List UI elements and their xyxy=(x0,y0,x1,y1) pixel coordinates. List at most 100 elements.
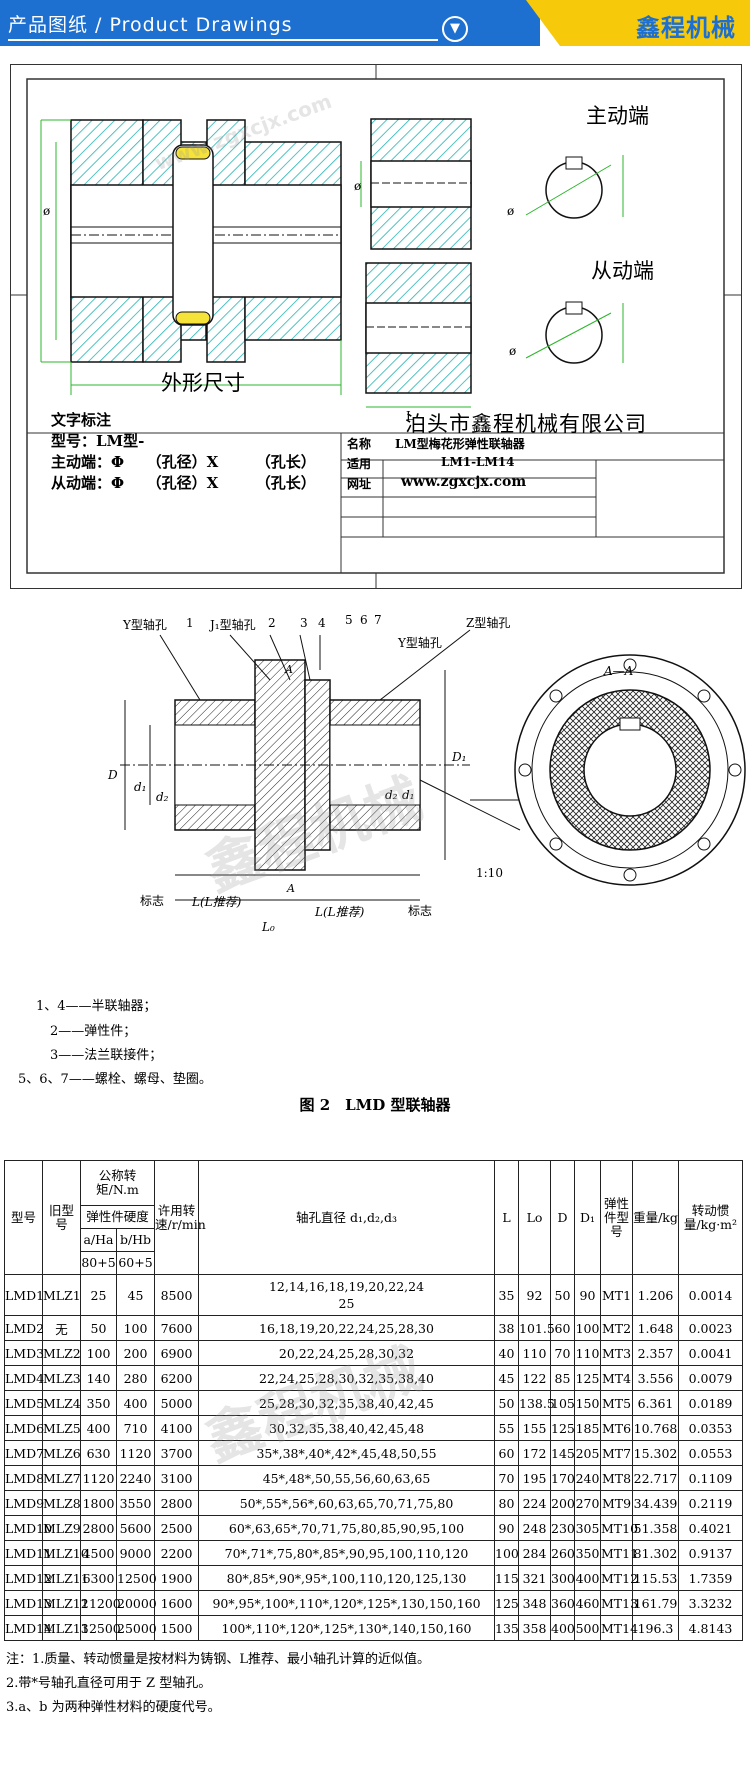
figure-caption: 图 2 LMD 型联轴器 xyxy=(299,1096,451,1114)
label-j1-bore: J₁型轴孔 xyxy=(210,618,256,632)
label-a-top: A xyxy=(285,663,293,676)
cell-torque-b: 710 xyxy=(116,1415,155,1441)
cell-D: 170 xyxy=(550,1465,575,1491)
cell-torque-b: 100 xyxy=(116,1315,155,1341)
cell-model: LMD2 xyxy=(4,1315,44,1341)
cell-D: 200 xyxy=(550,1490,575,1516)
model-line: 型号：LM型- xyxy=(51,432,145,450)
th-L: L xyxy=(494,1160,519,1275)
cell-weight: 2.357 xyxy=(632,1340,679,1366)
cell-model: LMD3 xyxy=(4,1340,44,1366)
cell-bore: 25,28,30,32,35,38,40,42,45 xyxy=(198,1390,495,1416)
cell-speed: 2500 xyxy=(154,1515,199,1541)
label-L-right: L(L推荐) xyxy=(315,905,365,919)
label-section-aa: A—A xyxy=(604,664,634,678)
th-D1: D₁ xyxy=(574,1160,601,1275)
label-d1-right: d₁ xyxy=(402,788,415,802)
cell-D: 230 xyxy=(550,1515,575,1541)
cell-D: 60 xyxy=(550,1315,575,1341)
cell-old-model: MLZ13 xyxy=(42,1615,89,1641)
cell-L: 40 xyxy=(494,1340,519,1366)
cell-old-model: 无 xyxy=(42,1315,81,1341)
cell-model: LMD1 xyxy=(4,1274,44,1316)
cell-old-model: MLZ9 xyxy=(42,1515,81,1541)
th-hb-value: 60+5 xyxy=(116,1251,155,1275)
cell-bore: 90*,95*,100*,110*,120*,125*,130,150,160 xyxy=(198,1590,495,1616)
coupling-outline-drawing: ø L ø ø L ø xyxy=(11,65,741,588)
cell-elastic: MT4 xyxy=(600,1365,633,1391)
cell-speed: 5000 xyxy=(154,1390,199,1416)
cell-inertia: 3.3232 xyxy=(678,1590,743,1616)
drawing-sheet: ø L ø ø L ø xyxy=(10,64,742,589)
cell-weight: 1.648 xyxy=(632,1315,679,1341)
th-hardness: 弹性件硬度 xyxy=(80,1205,155,1229)
cell-model: LMD14 xyxy=(4,1615,52,1641)
cell-speed: 1500 xyxy=(154,1615,199,1641)
cell-L: 80 xyxy=(494,1490,519,1516)
cell-inertia: 4.8143 xyxy=(678,1615,743,1641)
cell-speed: 8500 xyxy=(154,1274,199,1316)
cell-L: 35 xyxy=(494,1274,519,1316)
cell-speed: 2200 xyxy=(154,1540,199,1566)
cell-elastic: MT3 xyxy=(600,1340,633,1366)
lmd-section-drawing xyxy=(120,629,746,901)
cell-L: 60 xyxy=(494,1440,519,1466)
cell-speed: 4100 xyxy=(154,1415,199,1441)
cell-elastic: MT9 xyxy=(600,1490,633,1516)
cell-model: LMD6 xyxy=(4,1415,44,1441)
note-3: 3.a、b 为两种弹性材料的硬度代号。 xyxy=(6,1700,221,1715)
cell-weight: 1.206 xyxy=(632,1274,679,1316)
cell-L0: 321 xyxy=(518,1565,551,1591)
cell-D1: 240 xyxy=(574,1465,601,1491)
cell-model: LMD5 xyxy=(4,1390,44,1416)
cell-old-model: MLZ1 xyxy=(42,1274,81,1316)
cell-bore: 35*,38*,40*,42*,45,48,50,55 xyxy=(198,1440,495,1466)
lmd-coupling-figure: Y型轴孔 1 J₁型轴孔 2 3 4 5 6 7 Y型轴孔 Z型轴孔 A—A A… xyxy=(0,610,750,1130)
cell-model: LMD10 xyxy=(4,1515,52,1541)
th-L0: Lo xyxy=(518,1160,551,1275)
cell-weight: 115.53 xyxy=(632,1565,679,1591)
cell-D1: 500 xyxy=(574,1615,601,1641)
label-n6: 6 xyxy=(360,613,368,627)
cell-torque-b: 1120 xyxy=(116,1440,155,1466)
cell-D1: 400 xyxy=(574,1565,601,1591)
cell-bore: 60*,63,65*,70,71,75,80,85,90,95,100 xyxy=(198,1515,495,1541)
cell-L0: 101.5 xyxy=(518,1315,555,1341)
cell-elastic: MT7 xyxy=(600,1440,633,1466)
legend-item-4: 5、6、7——螺栓、螺母、垫圈。 xyxy=(18,1072,212,1087)
cell-L0: 284 xyxy=(518,1540,551,1566)
cell-torque-a: 1120 xyxy=(80,1465,117,1491)
cell-L: 38 xyxy=(494,1315,519,1341)
cell-D: 105 xyxy=(550,1390,575,1416)
cell-model: LMD13 xyxy=(4,1590,52,1616)
cell-torque-a: 630 xyxy=(80,1440,117,1466)
th-bore: 轴孔直径 d₁,d₂,d₃ xyxy=(198,1160,495,1275)
cell-speed: 7600 xyxy=(154,1315,199,1341)
cell-D1: 185 xyxy=(574,1415,601,1441)
cell-elastic: MT5 xyxy=(600,1390,633,1416)
cell-bore: 16,18,19,20,22,24,25,28,30 xyxy=(198,1315,495,1341)
label-n5: 5 xyxy=(345,613,353,627)
outline-title: 外形尺寸 xyxy=(161,371,245,395)
cell-speed: 3700 xyxy=(154,1440,199,1466)
dim-phi-label: ø xyxy=(43,204,50,218)
dim-L-driven: L xyxy=(406,409,414,423)
cell-L: 50 xyxy=(494,1390,519,1416)
chevron-down-icon[interactable]: ▼ xyxy=(442,16,468,42)
drive-end-line: 主动端：Φ （孔径）X （孔长） xyxy=(51,453,316,471)
cell-elastic: MT8 xyxy=(600,1465,633,1491)
cell-inertia: 0.0353 xyxy=(678,1415,743,1441)
driven-end-heading: 从动端 xyxy=(591,259,654,283)
cell-D: 85 xyxy=(550,1365,575,1391)
cell-elastic: MT2 xyxy=(600,1315,633,1341)
company-name: 泊头市鑫程机械有限公司 xyxy=(405,412,647,436)
cell-speed: 6900 xyxy=(154,1340,199,1366)
cell-L: 100 xyxy=(494,1540,519,1566)
th-model: 型号 xyxy=(4,1160,43,1275)
cell-D1: 350 xyxy=(574,1540,601,1566)
